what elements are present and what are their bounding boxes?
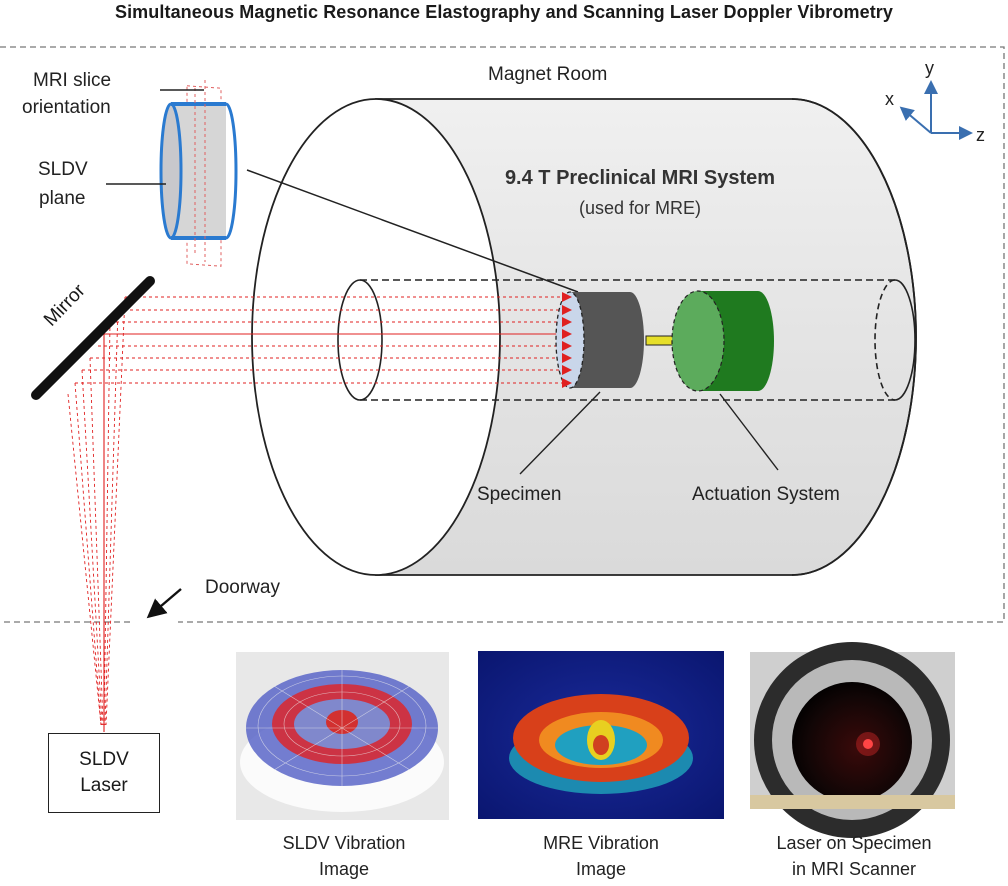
- sldv-vibration-image: [236, 652, 449, 820]
- caption-sldv-line2: Image: [318, 859, 370, 879]
- mri-slice-label-1: MRI slice: [33, 70, 112, 91]
- specimen: [555, 291, 644, 389]
- caption-laser-photo-line1: Laser on Specimen: [776, 833, 932, 853]
- doorway-arrow: [146, 588, 182, 619]
- sldv-laser-label-1: SLDV: [79, 749, 129, 770]
- mirror: [31, 276, 155, 400]
- doorway-label: Doorway: [205, 577, 280, 598]
- caption-laser-photo: Laser on Specimen in MRI Scanner: [744, 830, 964, 882]
- caption-mre-line1: MRE Vibration: [543, 833, 659, 853]
- axis-y-label: y: [925, 58, 934, 78]
- coordinate-axes: [899, 80, 973, 140]
- laser-scanner-photo: [750, 642, 955, 838]
- sldv-plane-label-1: SLDV: [38, 159, 88, 180]
- specimen-inset: [106, 80, 579, 293]
- mri-slice-label-2: orientation: [22, 97, 111, 118]
- axis-z-label: z: [976, 125, 985, 145]
- magnet-room-label: Magnet Room: [488, 64, 608, 85]
- mri-system-subtitle: (used for MRE): [578, 198, 702, 218]
- caption-sldv: SLDV Vibration Image: [236, 830, 452, 882]
- mre-vibration-image: [478, 651, 724, 819]
- sldv-laser-box: SLDV Laser: [48, 733, 160, 813]
- sldv-plane-label-2: plane: [39, 188, 86, 209]
- page-title: Simultaneous Magnetic Resonance Elastogr…: [114, 2, 894, 22]
- laser-beams: [67, 296, 562, 732]
- mri-bore: [337, 279, 916, 401]
- caption-laser-photo-line2: in MRI Scanner: [791, 859, 917, 879]
- axis-x-label: x: [885, 89, 894, 109]
- actuation-system-label: Actuation System: [692, 484, 840, 505]
- sldv-laser-label-2: Laser: [80, 775, 128, 796]
- actuation-system: [645, 290, 774, 392]
- caption-sldv-line1: SLDV Vibration: [282, 833, 406, 853]
- mri-system-title: 9.4 T Preclinical MRI System: [504, 167, 776, 189]
- caption-mre: MRE Vibration Image: [478, 830, 724, 882]
- caption-mre-line2: Image: [575, 859, 627, 879]
- specimen-label: Specimen: [477, 484, 562, 505]
